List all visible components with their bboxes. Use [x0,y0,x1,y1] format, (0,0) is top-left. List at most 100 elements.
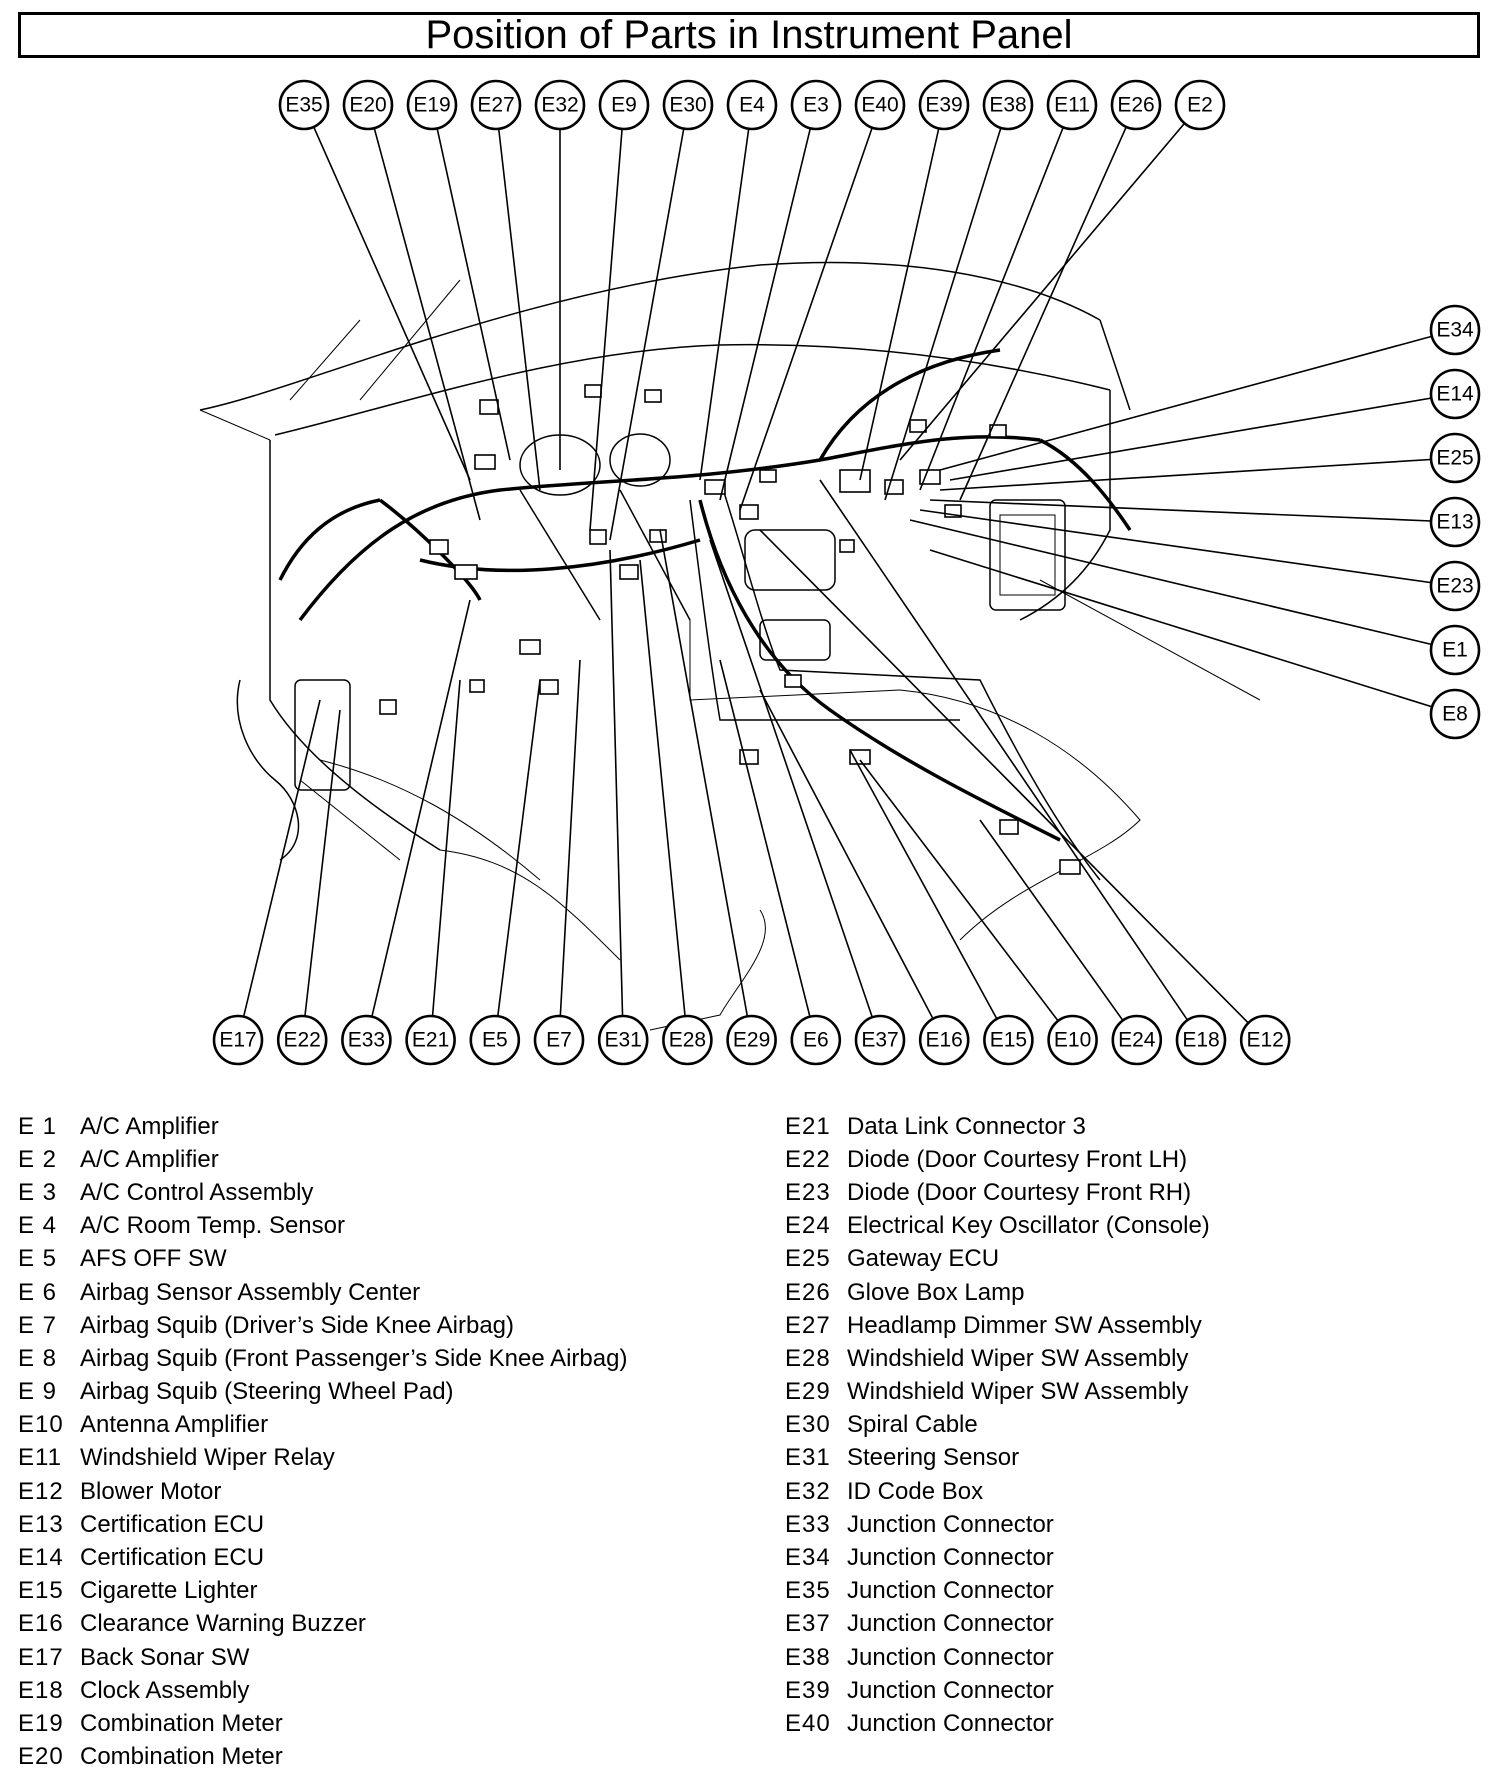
callout-text: E28 [669,1029,706,1052]
callout-e33: E33 [341,1014,392,1066]
legend-name: Windshield Wiper SW Assembly [847,1344,1189,1372]
leader-e35 [303,104,471,481]
callout-e38: E38 [982,79,1034,131]
leader-e38 [884,104,1009,501]
callout-circle [1429,432,1481,484]
legend-name: Certification ECU [80,1544,265,1572]
callout-text: E10 [1054,1029,1091,1052]
legend-name: AFS OFF SW [80,1245,227,1273]
legend-name: Spiral Cable [847,1411,978,1439]
legend-code: E26 [785,1278,831,1306]
callout-text: E4 [739,94,765,117]
legend-name: Clearance Warning Buzzer [80,1610,366,1638]
callout-e39: E39 [918,79,970,131]
callout-text: E13 [1436,511,1473,534]
page-title: Position of Parts in Instrument Panel [425,12,1073,57]
legend-name: Windshield Wiper Relay [80,1444,335,1472]
callout-text: E7 [546,1029,572,1052]
callout-text: E6 [803,1029,829,1052]
callout-circle [406,79,458,131]
page-title-box: Position of Parts in Instrument Panel [18,12,1480,58]
legend-code: E 5 [18,1245,58,1273]
legend-code: E18 [18,1676,64,1704]
legend-code: E 4 [18,1212,58,1240]
leader-e21 [429,679,461,1041]
callout-text: E2 [1187,94,1213,117]
callout-text: E35 [285,94,322,117]
legend-name: A/C Room Temp. Sensor [80,1212,345,1240]
callout-text: E11 [1054,94,1090,117]
legend-name: Steering Sensor [847,1444,1020,1472]
callout-text: E1 [1442,639,1468,662]
callout-e27: E27 [470,79,522,131]
legend-name: Blower Motor [80,1477,222,1505]
leader-e25 [939,457,1456,491]
legend-name: Diode (Door Courtesy Front LH) [847,1145,1188,1173]
legend-row: E 4 A/C Room Temp. Sensor [18,1210,738,1243]
callout-circle [405,1014,456,1066]
legend-name: Headlamp Dimmer SW Assembly [847,1311,1202,1339]
legend-name: Glove Box Lamp [847,1278,1025,1306]
legend-name: Junction Connector [847,1610,1054,1638]
leader-e16 [759,689,945,1041]
legend-code: E 9 [18,1378,58,1406]
callout-e11: E11 [1046,79,1098,131]
leader-e39 [859,104,945,481]
legend-name: Data Link Connector 3 [847,1112,1086,1140]
callout-e7: E7 [533,1014,585,1066]
callout-circle [598,79,650,131]
callout-e23: E23 [1429,560,1481,612]
callout-circle [533,1014,585,1066]
leader-e27 [495,104,541,491]
legend-code: E20 [18,1743,64,1771]
legend-name: Combination Meter [80,1743,283,1771]
legend-code: E40 [785,1709,831,1737]
callout-circle [662,79,714,131]
callout-text: E37 [861,1029,898,1052]
callout-e16: E16 [918,1014,970,1066]
legend-code: E25 [785,1245,831,1273]
callout-circle [1429,624,1481,676]
leader-e26 [959,104,1137,501]
callout-text: E12 [1247,1029,1284,1052]
legend-code: E 8 [18,1344,58,1372]
callout-circle [341,1014,392,1066]
legend-code: E17 [18,1643,64,1671]
callout-text: E3 [803,94,829,117]
legend-code: E21 [785,1112,831,1140]
callout-e4: E4 [726,79,778,131]
legend-code: E 3 [18,1178,58,1206]
callout-text: E22 [284,1029,321,1052]
callout-e15: E15 [983,1014,1034,1066]
legend-name: Electrical Key Oscillator (Console) [847,1212,1210,1240]
callout-circle [1429,304,1481,356]
callout-circle [790,79,842,131]
callout-e18: E18 [1175,1014,1227,1066]
legend-name: Junction Connector [847,1510,1054,1538]
callout-e34: E34 [1429,304,1481,356]
callout-text: E30 [669,94,706,117]
callout-circle [726,79,778,131]
leader-e17 [237,699,321,1041]
legend-row: E 5 AFS OFF SW [18,1243,738,1276]
callout-e17: E17 [212,1014,264,1066]
legend-name: A/C Amplifier [80,1112,219,1140]
callout-text: E38 [989,94,1026,117]
legend-code: E30 [785,1411,831,1439]
legend-code: E35 [785,1577,831,1605]
callout-e14: E14 [1429,368,1481,420]
legend-name: Junction Connector [847,1676,1054,1704]
